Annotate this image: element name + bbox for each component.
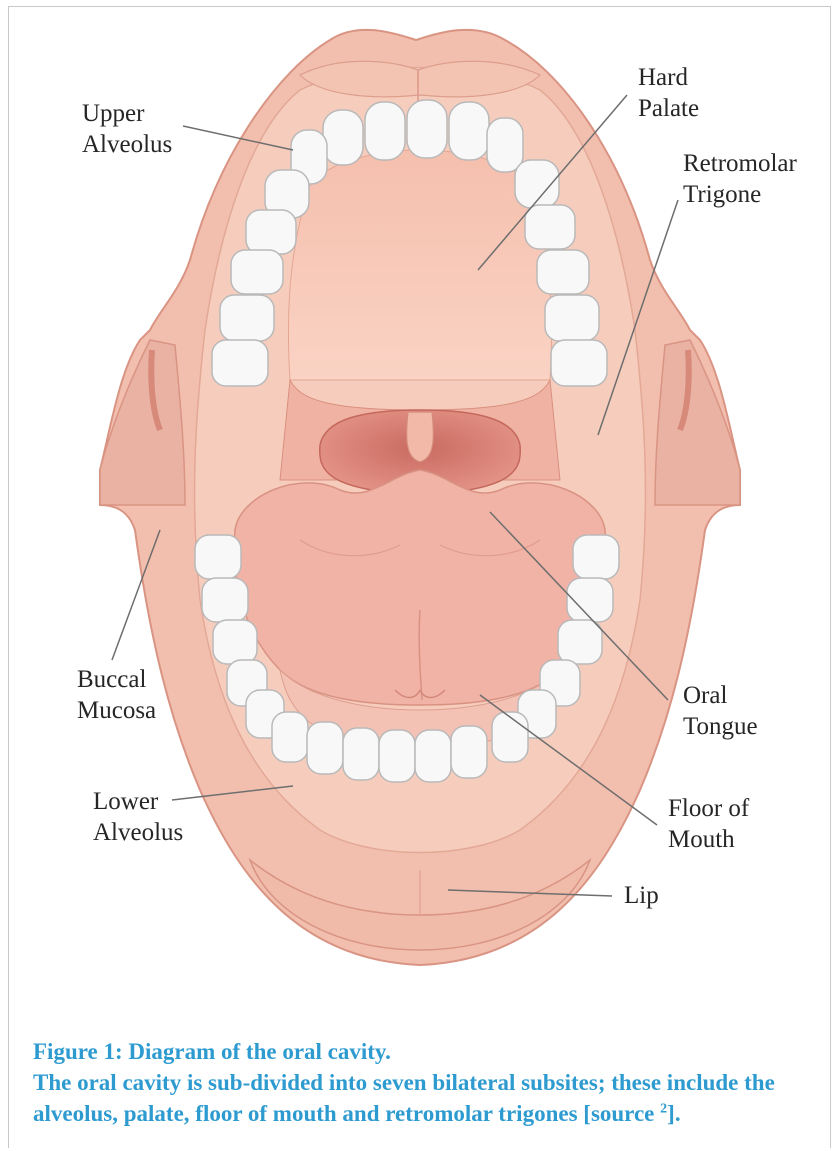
label-buccal-mucosa: Buccal Mucosa bbox=[77, 664, 156, 726]
label-oral-tongue: Oral Tongue bbox=[683, 680, 758, 742]
label-hard-palate-line2: Palate bbox=[638, 93, 699, 124]
figure-caption: Figure 1: Diagram of the oral cavity. Th… bbox=[33, 1036, 823, 1129]
label-lower-alveolus-line2: Alveolus bbox=[93, 817, 183, 848]
caption-source-suffix: ]. bbox=[667, 1101, 680, 1126]
label-floor-of-mouth-line1: Floor of bbox=[668, 793, 749, 824]
hard-palate bbox=[288, 150, 551, 380]
label-retromolar-trigone: Retromolar Trigone bbox=[683, 148, 797, 210]
caption-body: The oral cavity is sub-divided into seve… bbox=[33, 1067, 823, 1129]
caption-source-prefix: [source bbox=[583, 1101, 660, 1126]
label-lower-alveolus-line1: Lower bbox=[93, 786, 183, 817]
label-oral-tongue-line2: Tongue bbox=[683, 711, 758, 742]
label-retromolar-trigone-line2: Trigone bbox=[683, 179, 797, 210]
label-buccal-mucosa-line1: Buccal bbox=[77, 664, 156, 695]
label-upper-alveolus-line1: Upper bbox=[82, 98, 172, 129]
label-lower-alveolus: Lower Alveolus bbox=[93, 786, 183, 848]
label-buccal-mucosa-line2: Mucosa bbox=[77, 695, 156, 726]
label-upper-alveolus-line2: Alveolus bbox=[82, 129, 172, 160]
label-lip: Lip bbox=[624, 880, 659, 911]
uvula bbox=[407, 412, 434, 462]
caption-body-text: The oral cavity is sub-divided into seve… bbox=[33, 1070, 775, 1126]
label-retromolar-trigone-line1: Retromolar bbox=[683, 148, 797, 179]
label-hard-palate: Hard Palate bbox=[638, 62, 699, 124]
label-oral-tongue-line1: Oral bbox=[683, 680, 758, 711]
label-hard-palate-line1: Hard bbox=[638, 62, 699, 93]
label-floor-of-mouth-line2: Mouth bbox=[668, 824, 749, 855]
label-lip-text: Lip bbox=[624, 880, 659, 911]
caption-title: Figure 1: Diagram of the oral cavity. bbox=[33, 1036, 823, 1067]
label-upper-alveolus: Upper Alveolus bbox=[82, 98, 172, 160]
label-floor-of-mouth: Floor of Mouth bbox=[668, 793, 749, 855]
